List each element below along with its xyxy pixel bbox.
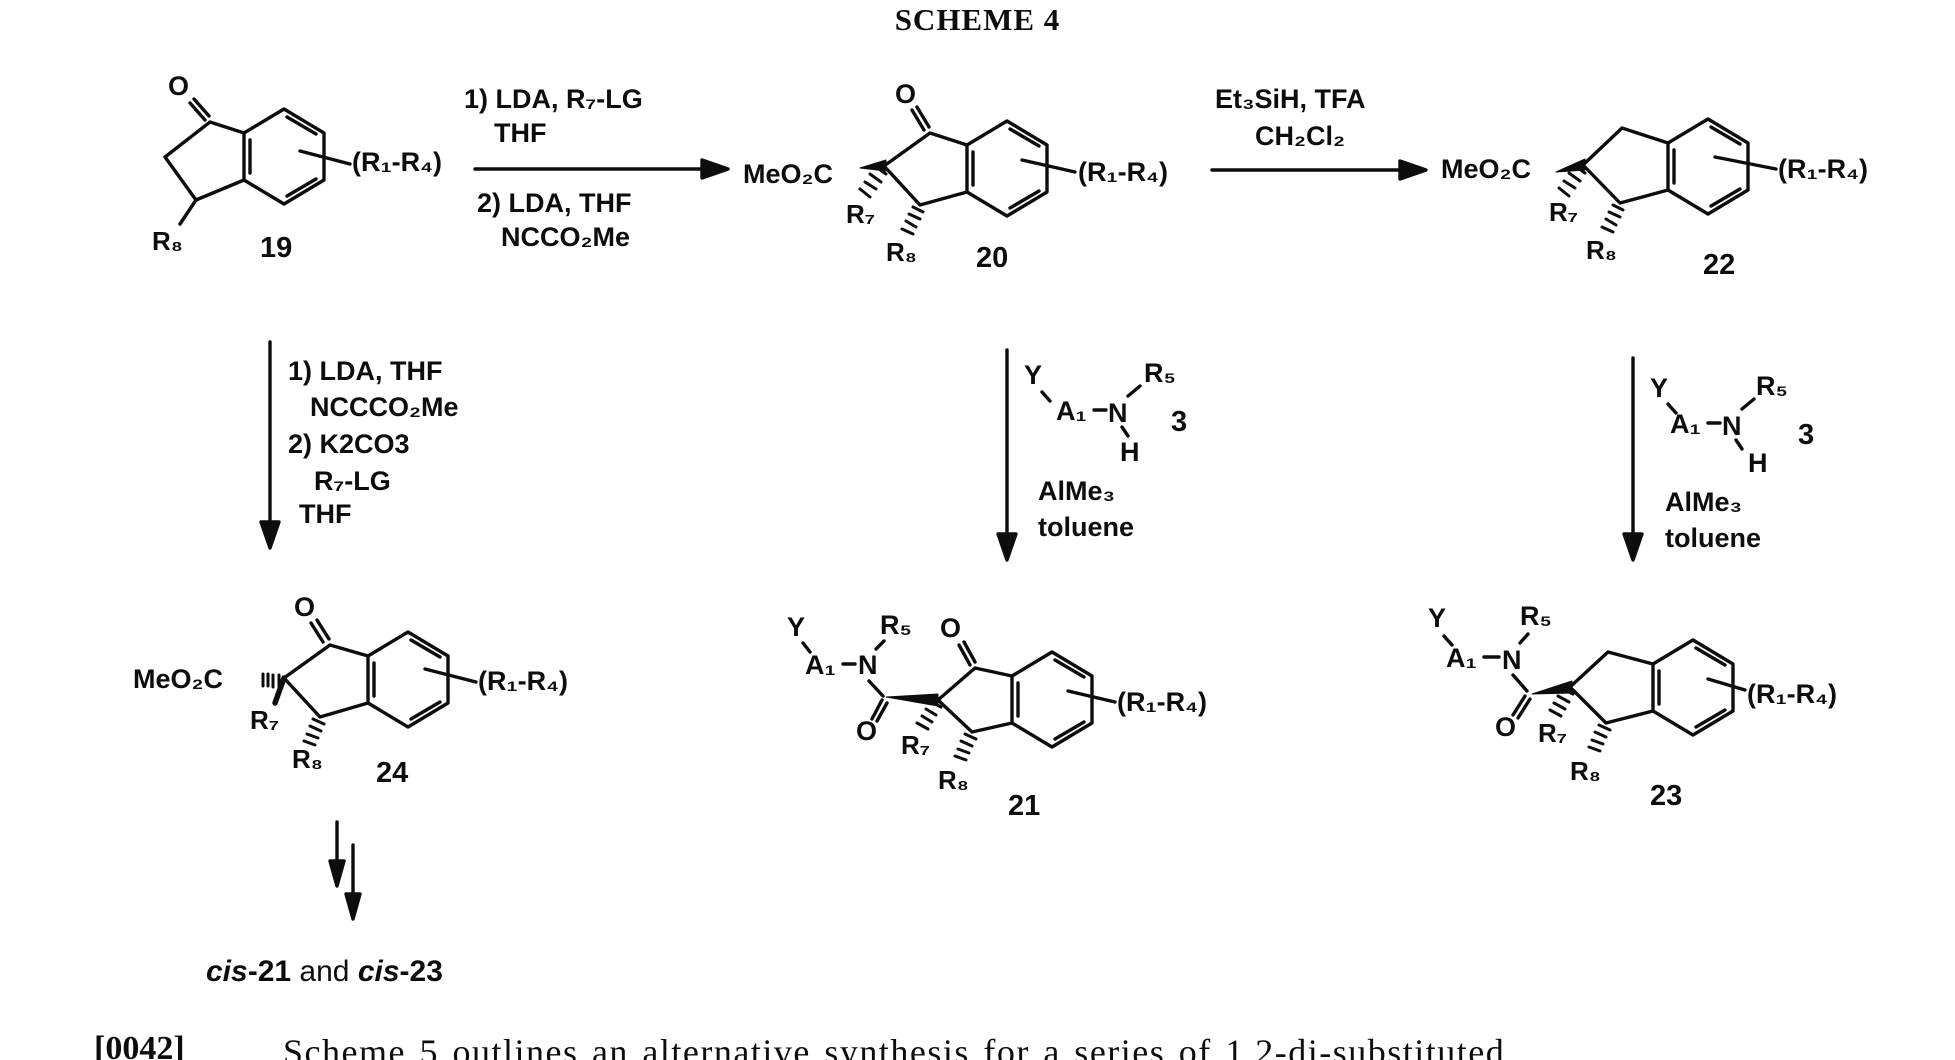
double-arrow-24-down: [330, 822, 360, 919]
cond-right-solvent: toluene: [1665, 523, 1761, 554]
amine-right-h: H: [1748, 448, 1768, 479]
cond-left-line3: 2) K2CO3: [288, 429, 410, 460]
structure-20-skeleton: [860, 107, 1075, 234]
structure-23-skeleton: [1444, 634, 1745, 751]
s19-aryl-substituents: (R₁-R₄): [352, 147, 442, 178]
cond-left-line5: THF: [299, 499, 351, 530]
s23-n-label: N: [1502, 645, 1522, 676]
hashed-bond-r8: [1602, 205, 1623, 232]
s20-aryl-substituents: (R₁-R₄): [1078, 157, 1168, 188]
hashed-bond-r8: [1589, 725, 1610, 751]
s21-carbonyl-o: O: [940, 613, 961, 644]
s20-carbonyl-o: O: [895, 79, 916, 110]
structure-19-skeleton: [165, 99, 350, 224]
arrow-19-to-24: [261, 342, 279, 548]
s22-r7-label: R₇: [1549, 197, 1578, 227]
hashed-bond-r8: [902, 207, 923, 234]
arrow-19-to-20: [475, 160, 728, 178]
structure-21-skeleton: [803, 641, 1115, 760]
cond-right-reagent: AlMe₃: [1665, 487, 1742, 518]
s22-ester-label: MeO₂C: [1441, 154, 1531, 185]
cond-mid-reagent: AlMe₃: [1038, 476, 1115, 507]
s20-r7-label: R₇: [846, 199, 875, 229]
hashed-bond-r7: [860, 167, 886, 197]
cond-left-line1: 1) LDA, THF: [288, 356, 443, 387]
result-num2: -23: [400, 955, 443, 988]
amine-mid-h: H: [1120, 437, 1140, 468]
amine-right-number: 3: [1798, 419, 1814, 451]
s20-compound-number: 20: [976, 242, 1008, 274]
s21-r8-label: R₈: [938, 765, 969, 795]
arrow-22-to-23: [1624, 358, 1642, 560]
scheme-title: SCHEME 4: [0, 2, 1955, 38]
cond-reduction-line2: CH₂Cl₂: [1255, 121, 1345, 152]
s19-carbonyl-o: O: [168, 71, 189, 102]
s21-y-label: Y: [787, 612, 805, 643]
s21-r7-label: R₇: [901, 730, 930, 760]
arrow-20-to-22: [1212, 161, 1426, 179]
cond-step1-line2: THF: [494, 118, 546, 149]
amine-right-r5: R₅: [1756, 371, 1788, 402]
s24-aryl-substituents: (R₁-R₄): [478, 666, 568, 697]
s24-carbonyl-o: O: [294, 592, 315, 623]
cond-step1-line3: 2) LDA, THF: [477, 188, 632, 219]
s24-r8-label: R₈: [292, 744, 323, 774]
hashed-bond-r8: [955, 734, 976, 760]
s20-ester-label: MeO₂C: [743, 159, 833, 190]
paragraph-tag: [0042]: [94, 1030, 185, 1060]
s23-compound-number: 23: [1650, 780, 1682, 812]
cond-step1-line1: 1) LDA, R₇-LG: [464, 84, 643, 115]
amine-mid-a1: A₁: [1056, 396, 1087, 427]
s22-compound-number: 22: [1703, 249, 1735, 281]
cond-left-line4: R₇-LG: [314, 466, 391, 497]
structure-24-skeleton: [263, 620, 476, 745]
cond-step1-line4: NCCO₂Me: [501, 222, 630, 253]
hashed-bond-ester: [263, 674, 279, 687]
amine-right-n: N: [1722, 411, 1742, 442]
amine-right-y: Y: [1650, 373, 1668, 404]
result-line: cis-21 and cis-23: [206, 954, 443, 990]
s23-a1-label: A₁: [1446, 643, 1477, 674]
s19-compound-number: 19: [260, 232, 292, 264]
amine-mid-r5: R₅: [1144, 358, 1176, 389]
amine-mid-number: 3: [1171, 406, 1187, 438]
s24-ester-label: MeO₂C: [133, 664, 223, 695]
result-num1: -21: [248, 955, 291, 988]
s23-y-label: Y: [1428, 603, 1446, 634]
hashed-bond-r7: [917, 701, 941, 729]
s23-amide-o: O: [1495, 712, 1516, 743]
amine-right-a1: A₁: [1670, 409, 1701, 440]
cond-reduction-line1: Et₃SiH, TFA: [1215, 84, 1366, 115]
result-conjunction: and: [291, 955, 358, 988]
s21-r5-label: R₅: [880, 610, 912, 641]
s22-r8-label: R₈: [1586, 235, 1617, 265]
result-cis1: cis: [206, 955, 248, 988]
s23-r8-label: R₈: [1570, 756, 1601, 786]
cond-mid-solvent: toluene: [1038, 512, 1134, 543]
s24-compound-number: 24: [376, 757, 408, 789]
s23-r7-label: R₇: [1538, 718, 1567, 748]
s23-r5-label: R₅: [1520, 601, 1552, 632]
hashed-bond-r8: [304, 719, 324, 745]
s23-aryl-substituents: (R₁-R₄): [1747, 679, 1837, 710]
s20-r8-label: R₈: [886, 237, 917, 267]
s21-aryl-substituents: (R₁-R₄): [1117, 687, 1207, 718]
s21-n-label: N: [858, 650, 878, 681]
cond-left-line2: NCCCO₂Me: [310, 392, 459, 423]
s22-aryl-substituents: (R₁-R₄): [1778, 154, 1868, 185]
s21-compound-number: 21: [1008, 790, 1040, 822]
s24-r7-label: R₇: [250, 705, 279, 735]
s21-amide-o: O: [856, 716, 877, 747]
s19-r8-label: R₈: [152, 226, 183, 256]
arrow-20-to-21: [998, 350, 1016, 560]
result-cis2: cis: [358, 955, 400, 988]
structure-22-skeleton: [1556, 119, 1776, 232]
s21-a1-label: A₁: [805, 650, 836, 681]
amine-mid-n: N: [1108, 398, 1128, 429]
paragraph-body: Scheme 5 outlines an alternative synthes…: [283, 1031, 1505, 1060]
amine-mid-y: Y: [1024, 360, 1042, 391]
